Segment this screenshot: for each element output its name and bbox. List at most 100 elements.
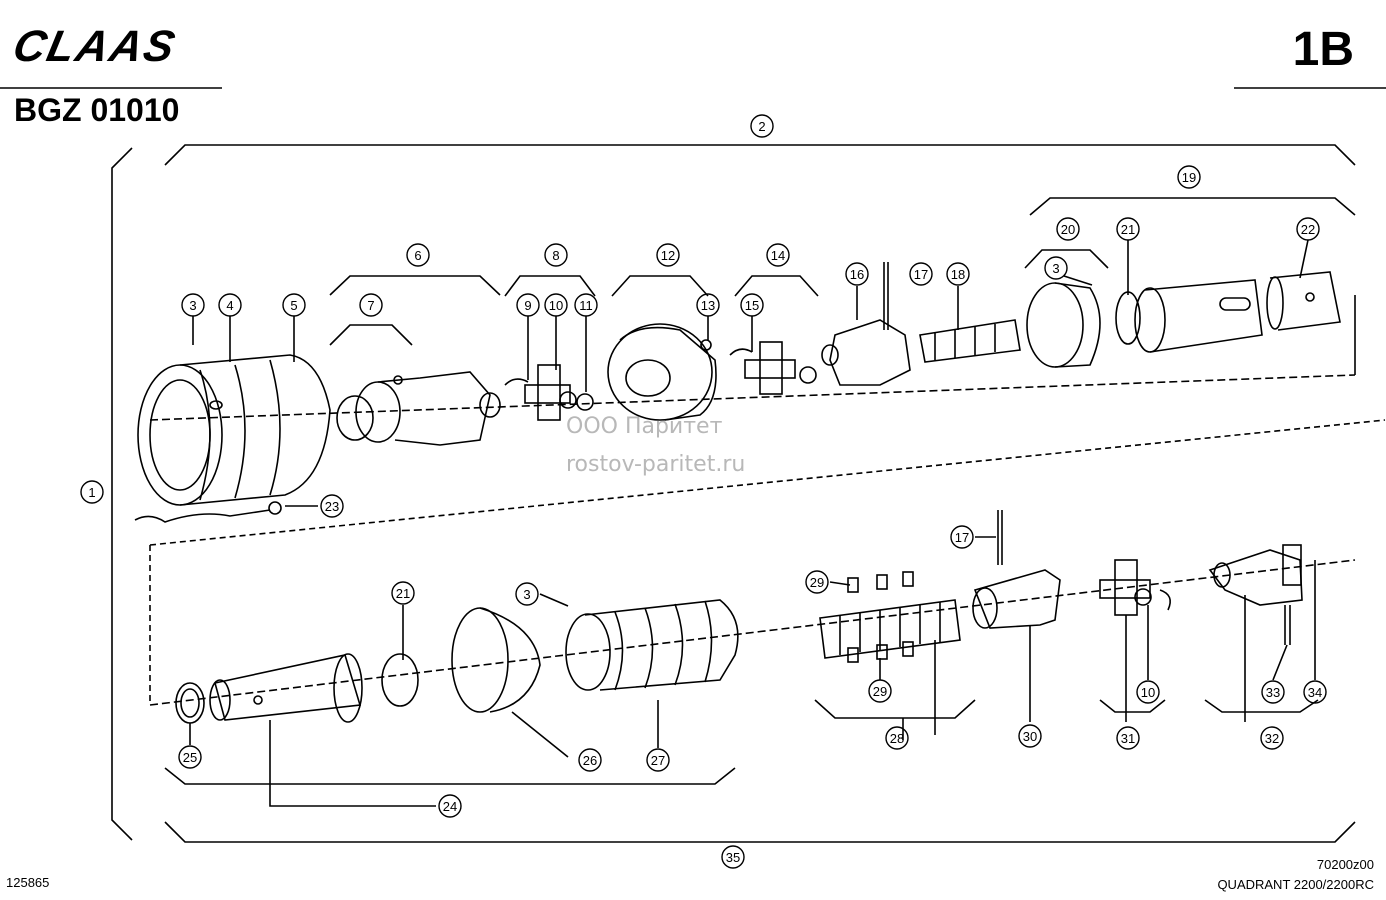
callout-11-label: 11 [579,298,593,313]
callout-25-label: 25 [183,750,197,765]
callout-14-label: 14 [771,248,785,263]
bracket-14 [734,275,819,297]
callout-13-label: 13 [701,298,715,313]
callout-23: 23 [320,494,344,518]
callout-29b: 29 [868,679,892,703]
callout-32-label: 32 [1265,731,1279,746]
callout-13: 13 [696,293,720,317]
watermark-company: ООО Паритет [566,414,723,439]
bracket-7 [329,324,413,346]
callout-21b-label: 21 [396,586,410,601]
sheet-number: 1B [1292,23,1354,76]
callout-7-label: 7 [367,298,374,313]
callout-19: 19 [1177,165,1201,189]
bracket-19 [1029,197,1356,216]
callout-10a: 10 [544,293,568,317]
callout-12: 12 [656,243,680,267]
part-number: BGZ 01010 [14,92,180,128]
callout-10b-label: 10 [1141,685,1155,700]
callout-14: 14 [766,243,790,267]
callout-17a: 17 [909,262,933,286]
callout-10b: 10 [1136,680,1160,704]
callout-3b-label: 3 [1052,261,1059,276]
callout-group: 1 2 3 4 5 6 7 8 9 10 11 12 13 14 15 16 1… [80,114,1327,869]
callout-1-label: 1 [88,485,95,500]
callout-29a-label: 29 [810,575,824,590]
callout-31: 31 [1116,726,1140,750]
callout-24-label: 24 [443,799,457,814]
callout-6: 6 [406,243,430,267]
callout-22: 22 [1296,217,1320,241]
callout-15-label: 15 [745,298,759,313]
callout-9-label: 9 [524,298,531,313]
callout-32: 32 [1260,726,1284,750]
callout-17b-label: 17 [955,530,969,545]
callout-5: 5 [282,293,306,317]
callout-17a-label: 17 [914,267,928,282]
callout-31-label: 31 [1121,731,1135,746]
document-number: 125865 [6,875,50,890]
bracket-12 [611,275,709,297]
callout-16-label: 16 [850,267,864,282]
callout-26-label: 26 [583,753,597,768]
callout-21b: 21 [391,581,415,605]
bracket-2 [164,144,1356,166]
callout-34-label: 34 [1308,685,1322,700]
bracket-8 [504,275,596,297]
callout-17b: 17 [950,525,974,549]
callout-3a: 3 [181,293,205,317]
callout-30-label: 30 [1023,729,1037,744]
callout-3b: 3 [1044,256,1068,280]
callout-1: 1 [80,480,104,504]
bracket-35 [164,821,1356,843]
callout-3c-label: 3 [523,587,530,602]
callout-28-label: 28 [890,731,904,746]
callout-29b-label: 29 [873,684,887,699]
callout-2-label: 2 [758,119,765,134]
callout-23-label: 23 [325,499,339,514]
callout-12-label: 12 [661,248,675,263]
callout-3a-label: 3 [189,298,196,313]
callout-21a-label: 21 [1121,222,1135,237]
callout-35-label: 35 [726,850,740,865]
bracket-6 [329,275,501,296]
callout-4-label: 4 [226,298,233,313]
bracket-32 [1204,699,1319,713]
bracket-24 [164,767,736,785]
callout-2: 2 [750,114,774,138]
callout-3c: 3 [515,582,539,606]
callout-27-label: 27 [651,753,665,768]
callout-30: 30 [1018,724,1042,748]
callout-21a: 21 [1116,217,1140,241]
callout-16: 16 [845,262,869,286]
callout-19-label: 19 [1182,170,1196,185]
callout-11: 11 [574,293,598,317]
callout-10a-label: 10 [549,298,563,313]
callout-15: 15 [740,293,764,317]
callout-26: 26 [578,748,602,772]
callout-20: 20 [1056,217,1080,241]
callout-8: 8 [544,243,568,267]
callout-20-label: 20 [1061,222,1075,237]
callout-33: 33 [1261,680,1285,704]
callout-9: 9 [516,293,540,317]
bracket-1 [111,147,133,841]
drawing-reference: 70200z00 [1316,857,1374,872]
bracket-20 [1024,249,1109,269]
callout-7: 7 [359,293,383,317]
callout-24: 24 [438,794,462,818]
callout-4: 4 [218,293,242,317]
callout-29a: 29 [805,570,829,594]
callout-33-label: 33 [1266,685,1280,700]
callout-18: 18 [946,262,970,286]
callout-5-label: 5 [290,298,297,313]
bracket-31 [1099,699,1166,713]
machine-model: QUADRANT 2200/2200RC [1217,877,1374,892]
watermark-site: rostov-paritet.ru [566,452,746,477]
callout-25: 25 [178,745,202,769]
callout-28: 28 [885,726,909,750]
bracket-28 [814,699,976,719]
callout-34: 34 [1303,680,1327,704]
